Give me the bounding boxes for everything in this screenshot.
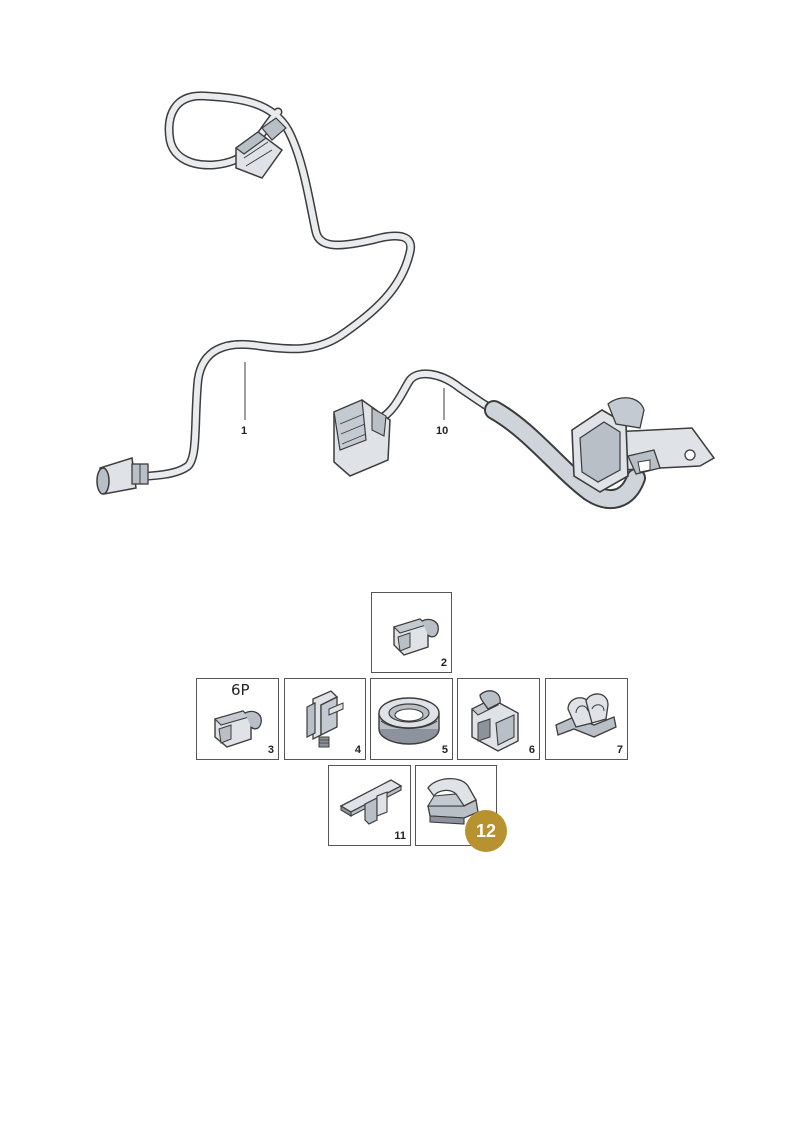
harness-10-sensor-bracket-icon bbox=[571, 397, 716, 493]
part-number-12: 12 bbox=[475, 820, 497, 841]
part-number-11: 11 bbox=[394, 830, 406, 842]
cable-clip-icon bbox=[555, 693, 617, 738]
part-number-7: 7 bbox=[616, 744, 623, 756]
part-12-highlight-badge[interactable]: 12 bbox=[465, 810, 507, 852]
harness-1-sensor-plug-icon bbox=[96, 457, 149, 495]
part-number-6: 6 bbox=[528, 744, 535, 756]
part-box-3[interactable]: 6P 3 bbox=[196, 678, 279, 760]
part-box-2[interactable]: 2 bbox=[371, 592, 452, 673]
part-number-2: 2 bbox=[440, 657, 447, 669]
bracket-clip-icon bbox=[306, 690, 344, 748]
grommet-icon bbox=[378, 697, 440, 745]
part-box-5[interactable]: 5 bbox=[370, 678, 453, 760]
plate-clip-icon bbox=[339, 779, 403, 825]
connector-icon bbox=[392, 618, 439, 656]
retainer-clip-icon bbox=[427, 778, 479, 825]
harness-illustration bbox=[96, 91, 716, 510]
connector-6p-icon bbox=[213, 710, 262, 748]
harness-10 bbox=[333, 369, 716, 510]
part-3-note: 6P bbox=[231, 681, 250, 699]
part-box-7[interactable]: 7 bbox=[545, 678, 628, 760]
holder-clip-icon bbox=[471, 690, 519, 752]
callout-1: 1 bbox=[241, 425, 248, 437]
part-number-4: 4 bbox=[354, 744, 361, 756]
harness-1 bbox=[96, 91, 416, 495]
part-number-5: 5 bbox=[441, 744, 448, 756]
harness-10-connector-icon bbox=[333, 399, 391, 477]
part-box-4[interactable]: 4 bbox=[284, 678, 366, 760]
part-box-6[interactable]: 6 bbox=[457, 678, 540, 760]
part-box-11[interactable]: 11 bbox=[328, 765, 411, 846]
part-number-3: 3 bbox=[267, 744, 274, 756]
harness-1-top-connector-icon bbox=[234, 117, 287, 179]
callout-10: 10 bbox=[436, 425, 449, 437]
